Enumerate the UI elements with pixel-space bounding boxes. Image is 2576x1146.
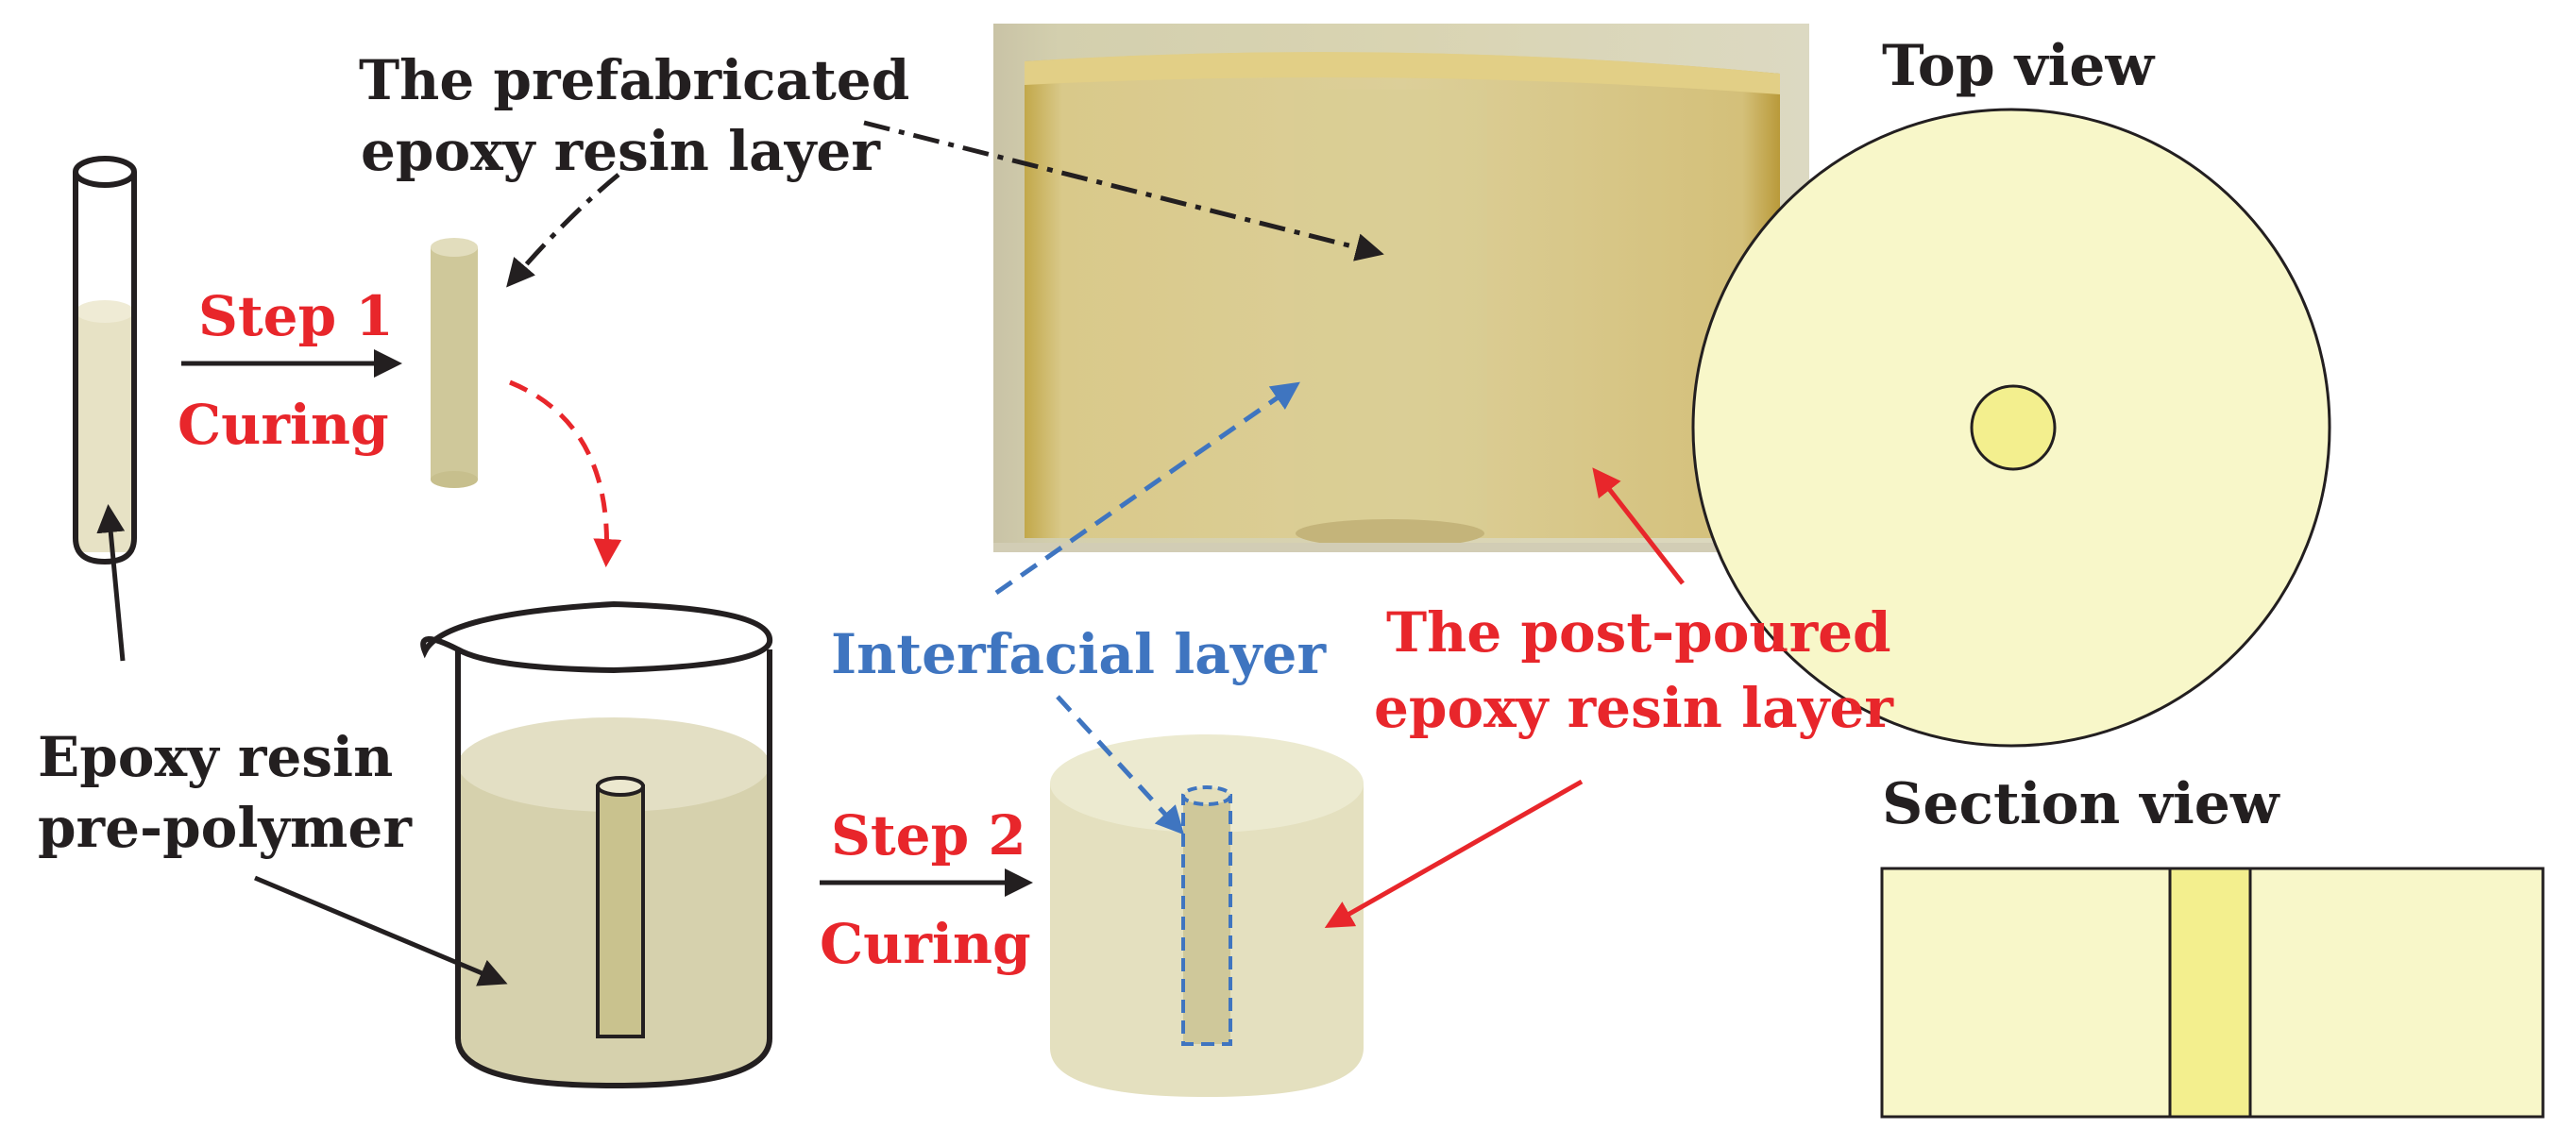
curing1-label: Curing: [178, 393, 389, 457]
postpoured-arrow-photo: [1592, 467, 1685, 585]
prefabricated-rod: [431, 238, 478, 488]
cured-cylinder: [1050, 734, 1364, 1097]
beaker: [420, 600, 773, 1089]
prefab-label-line1: The prefabricated: [359, 48, 909, 112]
step1-label: Step 1: [198, 284, 394, 348]
postpoured-arrow-cylinder: [1324, 779, 1584, 928]
interfacial-arrow-cylinder: [1056, 695, 1185, 835]
resin-photo: [993, 24, 1809, 552]
section-view-title: Section view: [1882, 771, 2280, 837]
prefab-arrow-rod: [506, 173, 620, 288]
step2-label: Step 2: [831, 803, 1026, 868]
top-view: [1691, 108, 2331, 748]
interfacial-label: Interfacial layer: [831, 622, 1327, 686]
section-view: [1880, 867, 2545, 1119]
postpoured-label-line2: epoxy resin layer: [1374, 676, 1894, 740]
prefab-label-line2: epoxy resin layer: [361, 119, 881, 183]
test-tube: [73, 156, 137, 565]
prepolymer-arrow-beaker: [254, 875, 508, 986]
arrows: [96, 120, 1685, 986]
interfacial-arrow-photo: [994, 381, 1300, 596]
top-view-title: Top view: [1882, 33, 2155, 99]
labels: The prefabricated epoxy resin layer Step…: [38, 33, 2280, 976]
postpoured-label-line1: The post-poured: [1386, 600, 1891, 665]
prepolymer-label-line1: Epoxy resin: [38, 725, 393, 789]
prefab-arrow-photo: [863, 120, 1384, 261]
curing2-label: Curing: [820, 912, 1031, 976]
prepolymer-arrow-up: [96, 504, 126, 662]
prepolymer-label-line2: pre-polymer: [38, 796, 413, 860]
transfer-arrow: [509, 379, 622, 567]
